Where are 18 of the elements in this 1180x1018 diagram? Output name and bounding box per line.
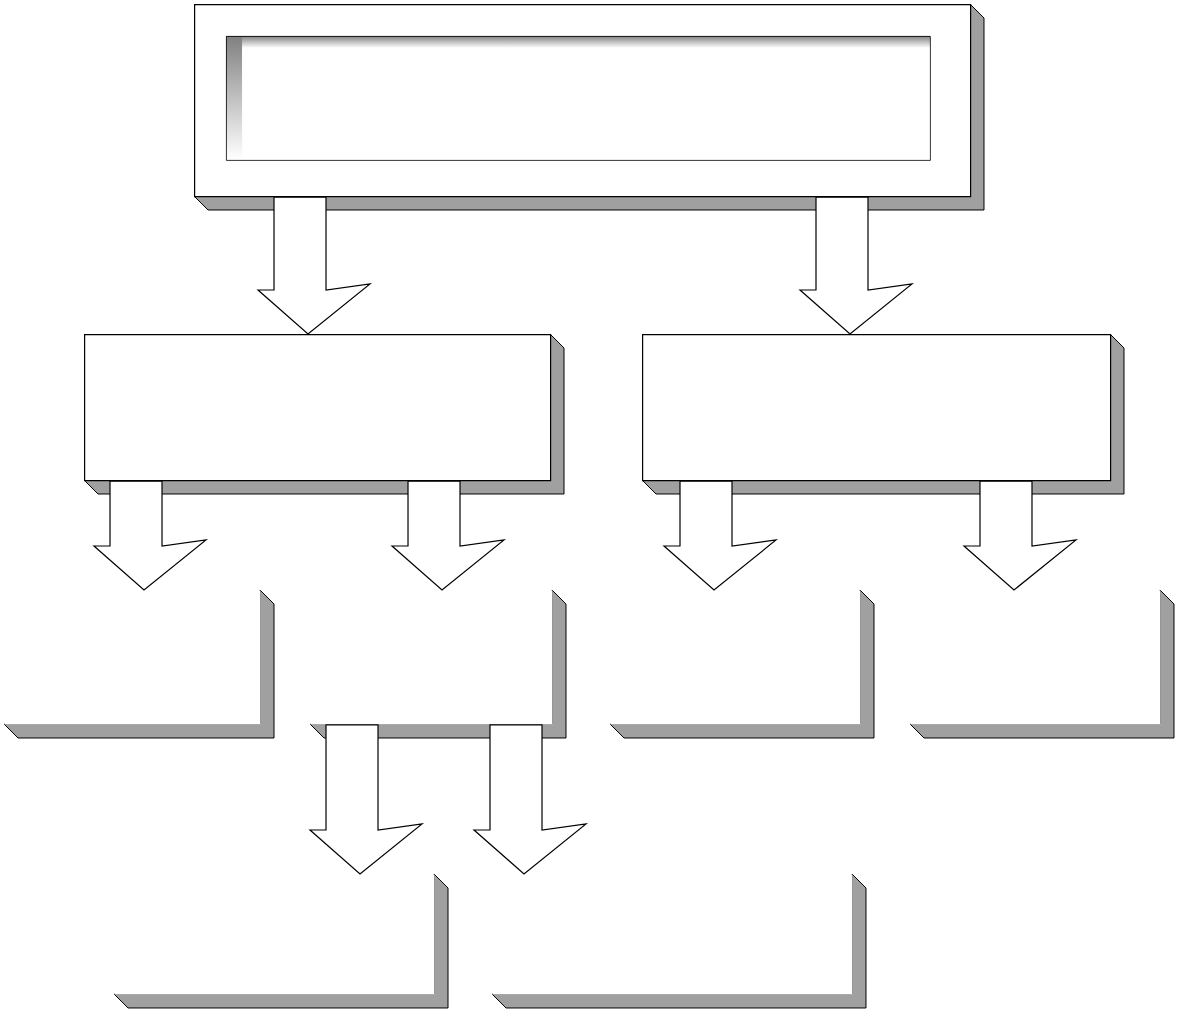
box	[491, 873, 867, 1009]
box	[3, 589, 275, 739]
block-arrow	[256, 196, 373, 335]
block-arrow	[308, 724, 425, 875]
block-arrow	[92, 480, 209, 591]
block-arrow	[798, 196, 915, 335]
block-arrow	[662, 480, 779, 591]
box	[641, 333, 1125, 495]
inner-box	[226, 36, 931, 161]
box	[83, 333, 565, 495]
box	[113, 873, 449, 1009]
box	[909, 589, 1175, 739]
box	[193, 3, 985, 211]
box	[609, 589, 875, 739]
block-arrow	[390, 480, 507, 591]
box	[309, 589, 567, 739]
block-arrow	[962, 480, 1079, 591]
block-arrow	[472, 724, 589, 875]
